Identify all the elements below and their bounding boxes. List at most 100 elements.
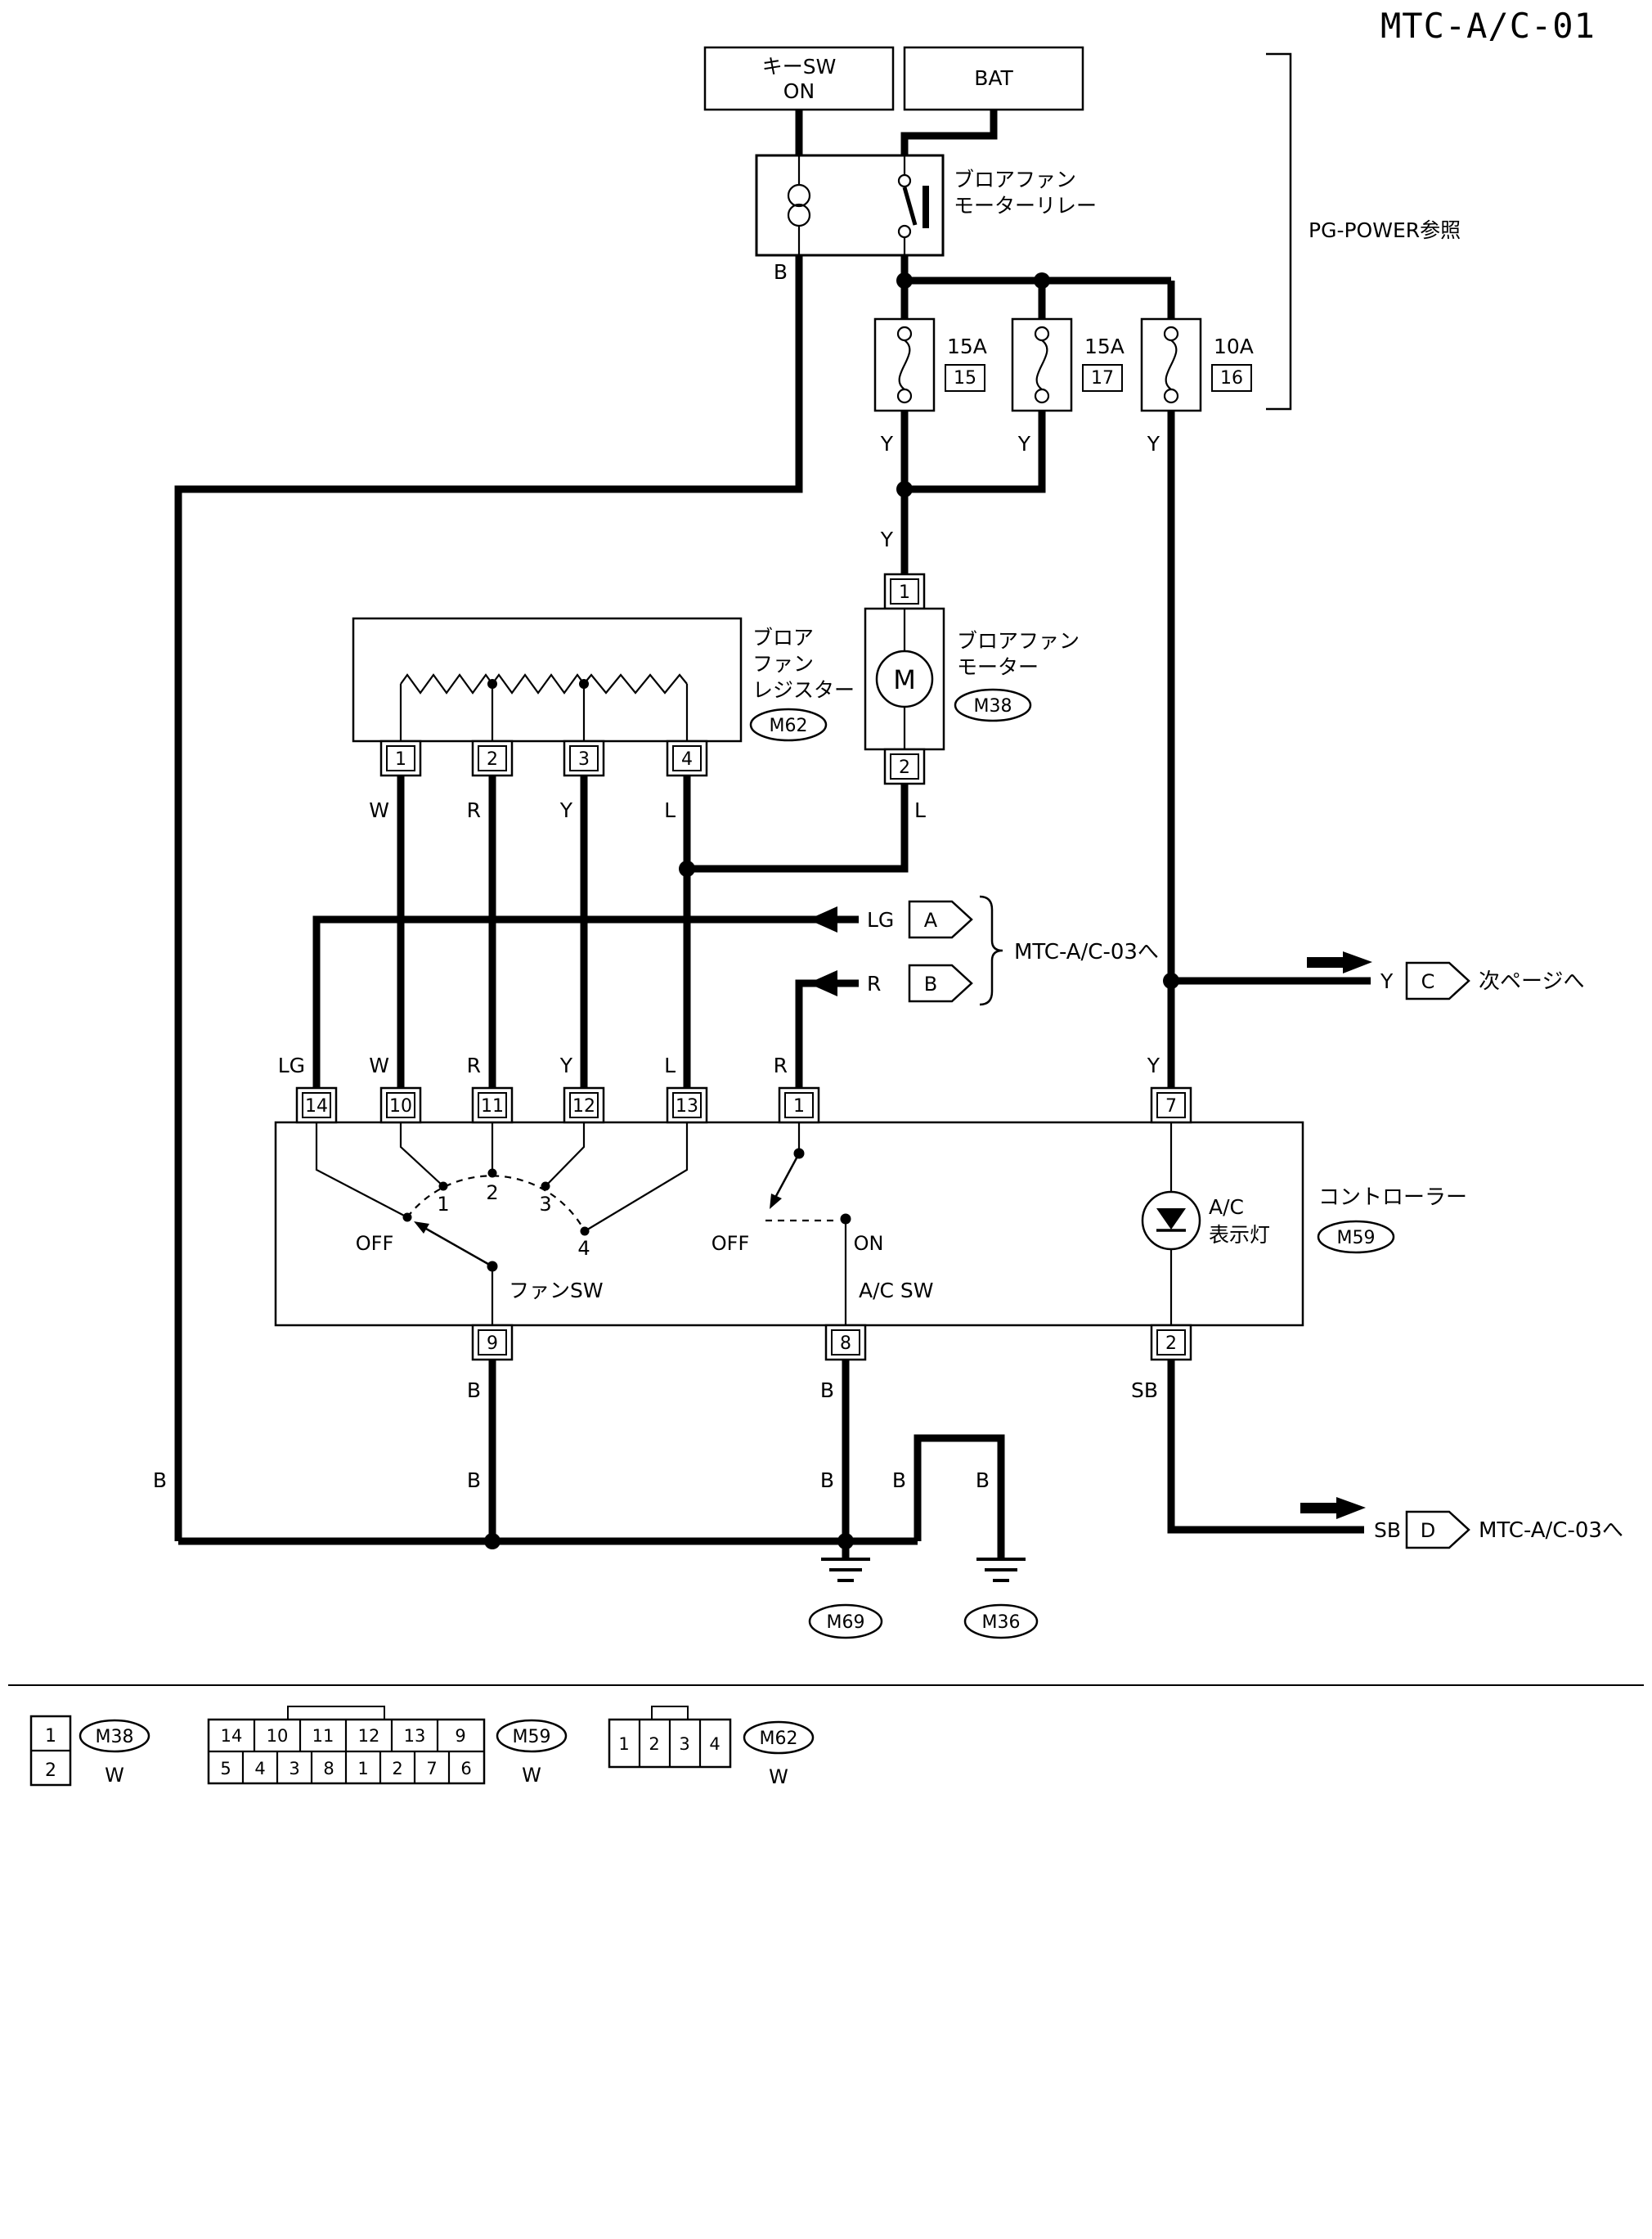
motor-code-oval: [954, 688, 1032, 722]
pin-box-9-inner: [478, 1329, 507, 1356]
controller-name: コントローラー: [1318, 1185, 1467, 1210]
footer-connector-m59: 14 10 11 12 13 9 5 4 3 8 1 2 7 6 M59 W: [207, 1706, 568, 1787]
ac-sw-label: A/C SW: [859, 1279, 934, 1302]
triangle-label-d: D: [1421, 1519, 1435, 1542]
pin-box-10-inner: [386, 1092, 415, 1118]
triangle-connector-c: [1405, 961, 1470, 1000]
fan-sw-arm-arrowhead: [414, 1221, 429, 1234]
m59-r1c4: 12: [358, 1726, 380, 1746]
fuse-number: 16: [1220, 368, 1243, 389]
brace: [979, 895, 1003, 1006]
bat-label: BAT: [974, 66, 1013, 90]
ac-sw-arm-arrowhead: [770, 1194, 782, 1209]
m62-tab: [651, 1706, 689, 1720]
fuse-number-box: [945, 364, 985, 392]
key-sw-label-line2: ON: [783, 79, 815, 103]
motor-symbol: M: [893, 664, 916, 695]
m38-code: M38: [96, 1727, 134, 1747]
footer-connector-m38: 1 2 M38 W: [29, 1715, 150, 1787]
ground-section: M69 M36: [808, 1558, 1039, 1639]
wire-motor-l: [687, 784, 909, 873]
fuse-number: 17: [1091, 368, 1114, 389]
resistor-pin-label-1: 1: [395, 749, 406, 770]
triangle-connector-b: [908, 964, 973, 1003]
m59-color: W: [522, 1764, 541, 1787]
wire-label-lg: LG: [278, 1054, 305, 1077]
ac-sw-arm: [774, 1153, 801, 1197]
triangle-label-b: B: [924, 973, 937, 996]
fan-sw-pos-4: 4: [577, 1237, 590, 1260]
wire-bat-feed: [900, 110, 998, 155]
triangle-connector-d: [1405, 1510, 1470, 1549]
resistor-pin-inner: [386, 745, 415, 771]
m59-r2c7: 7: [426, 1759, 437, 1778]
pin-box-1-inner: [784, 1092, 814, 1118]
pin-label-7: 7: [1165, 1096, 1177, 1117]
wire-sb-branch: [1167, 1360, 1364, 1534]
fan-sw-line-pin10: [399, 1122, 444, 1187]
resistor-pin-inner: [569, 745, 599, 771]
m59-r2c1: 5: [220, 1759, 231, 1778]
triangle-connector-a: [908, 900, 973, 939]
m59-r2c8: 6: [460, 1759, 471, 1778]
relay-coil: [787, 183, 811, 208]
junction-dot: [484, 1533, 501, 1549]
wire-label-lg: LG: [867, 908, 894, 932]
junction-dot: [1034, 272, 1050, 289]
relay-label-line2: モーターリレー: [954, 194, 1097, 218]
m59-r2c5: 1: [357, 1759, 368, 1778]
ground-code-m36: M36: [982, 1612, 1021, 1633]
triangle-label-c: C: [1421, 970, 1435, 993]
controller-group: 1 2 3 4 OFF ファンSW OFF ON A/C SW A/C 表示灯 …: [274, 1086, 1467, 1361]
m62-cell-2: 2: [649, 1734, 659, 1754]
pin-label-12: 12: [572, 1096, 595, 1117]
fan-sw-line-pin12: [545, 1122, 586, 1187]
resistor-tap-dot: [579, 679, 589, 689]
fan-sw-pos-3: 3: [539, 1193, 551, 1216]
wire-label-b: B: [467, 1468, 481, 1492]
junction-dot: [1163, 973, 1179, 989]
m59-r1c1: 14: [221, 1726, 243, 1746]
resistor-label-line2: ファン: [752, 652, 814, 676]
indicator-diode: [1156, 1208, 1186, 1230]
fuse-group: 15A 15 15A 17 10A 16 Y Y Y Y: [873, 317, 1254, 551]
m59-code: M59: [513, 1727, 551, 1747]
controller-code: M59: [1337, 1228, 1376, 1248]
ground-code-m69: M69: [827, 1612, 865, 1633]
resistor-pin-inner: [478, 745, 507, 771]
wire-label-r: R: [867, 972, 881, 996]
indicator-label-line2: 表示灯: [1209, 1223, 1270, 1247]
fan-sw-pos-1: 1: [437, 1193, 449, 1216]
ground-labels: B B SB B B B B B: [153, 1378, 1158, 1492]
resistor-element: [583, 673, 688, 695]
junction-dot: [679, 861, 695, 877]
branch-ab-group: LG A R B MTC-A/C-03へ: [808, 895, 1159, 1006]
wire-lg-branch: [312, 915, 859, 1088]
key-sw-label-line1: キーSW: [762, 55, 837, 79]
wire-label-b: B: [153, 1468, 167, 1492]
fan-sw-line-pin14: [315, 1122, 408, 1218]
pg-power-bracket: [1266, 52, 1292, 411]
wire-fuse17-out: [905, 411, 1046, 493]
fan-sw-line-pin13: [584, 1122, 689, 1232]
fuse-rating: 10A: [1214, 335, 1254, 358]
wire-label-b: B: [976, 1468, 990, 1492]
fuse-number: 15: [954, 368, 976, 389]
pin-label-9: 9: [487, 1333, 498, 1354]
direction-arrow-right: [1336, 1497, 1366, 1519]
key-sw-box: [703, 46, 895, 111]
fuse-number-box: [1082, 364, 1123, 392]
direction-arrow-left: [808, 970, 837, 996]
fan-sw-arc: [406, 1175, 586, 1232]
motor-pin-top-inner: [890, 578, 919, 605]
resistor-code: M62: [770, 716, 808, 736]
wire-label-y: Y: [880, 432, 894, 456]
wire-label-y: Y: [559, 1054, 573, 1077]
wire-label-b: B: [892, 1468, 906, 1492]
resistor-label-line1: ブロア: [752, 626, 814, 650]
m62-oval: [743, 1720, 815, 1755]
resistor-element: [400, 673, 493, 695]
triangle-label-a: A: [924, 909, 938, 932]
fan-sw-pos-off: OFF: [356, 1232, 394, 1255]
